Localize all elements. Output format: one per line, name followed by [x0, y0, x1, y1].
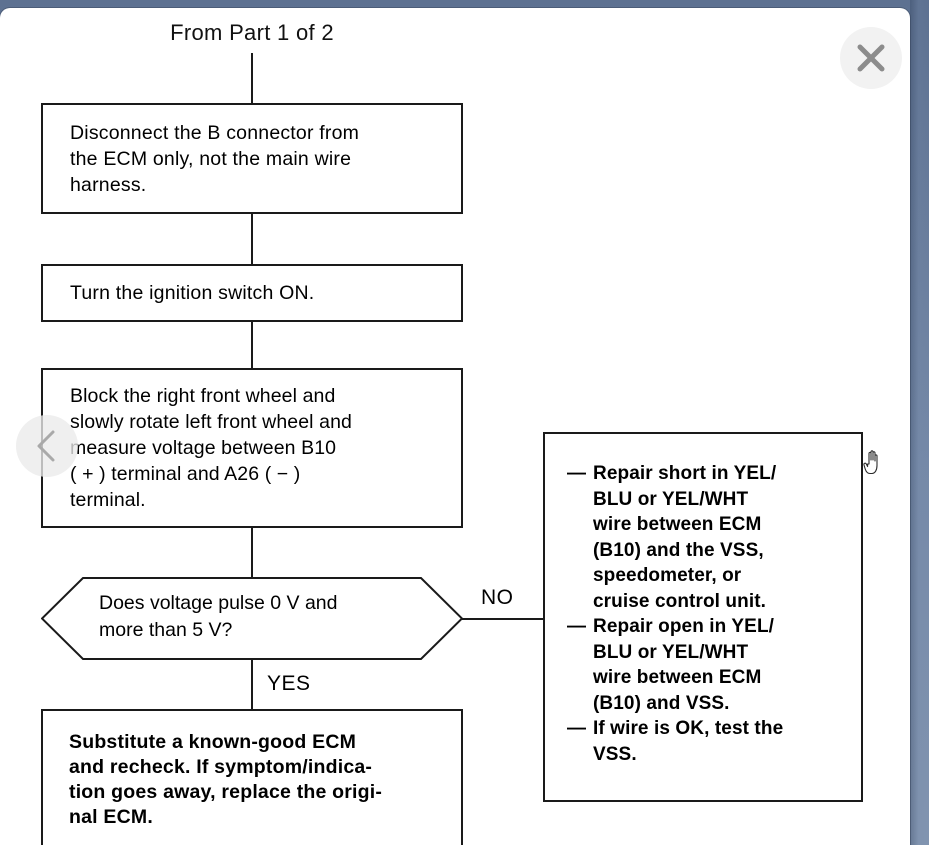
- step-substitute-text: Substitute a known-good ECM and recheck.…: [69, 731, 383, 828]
- repair-list-item: — Repair open in YEL/ BLU or YEL/WHT wir…: [567, 614, 845, 716]
- chevron-left-icon: [37, 430, 55, 462]
- step-disconnect-b-connector: Disconnect the B connector from the ECM …: [41, 103, 463, 214]
- close-button[interactable]: [840, 27, 902, 89]
- decision-text: Does voltage pulse 0 V and more than 5 V…: [99, 592, 338, 641]
- step-turn-ignition-on: Turn the ignition switch ON.: [41, 264, 463, 322]
- repair-item-text-1: Repair short in YEL/ BLU or YEL/WHT wire…: [593, 463, 777, 612]
- connector-no-branch: [462, 618, 544, 620]
- step-block-text: Block the right front wheel and slowly r…: [70, 385, 352, 511]
- step-substitute-ecm: Substitute a known-good ECM and recheck.…: [41, 709, 463, 845]
- close-icon: [857, 44, 885, 72]
- list-dash-icon: —: [567, 616, 587, 637]
- connector-yes-branch: [251, 660, 253, 709]
- connector-block-to-decision: [251, 528, 253, 577]
- edge-label-yes: YES: [267, 672, 311, 695]
- repair-item-text-3: If wire is OK, test the VSS.: [593, 718, 784, 765]
- viewer-right-edge-shade: [910, 0, 929, 845]
- step-block-wheel-measure-voltage: Block the right front wheel and slowly r…: [41, 368, 463, 528]
- previous-page-button[interactable]: [16, 415, 78, 477]
- flowchart-entry-label: From Part 1 of 2: [170, 20, 334, 45]
- repair-list-item: — Repair short in YEL/ BLU or YEL/WHT wi…: [567, 461, 845, 614]
- troubleshooting-flowchart: From Part 1 of 2 Disconnect the B connec…: [0, 8, 910, 845]
- decision-voltage-pulse: Does voltage pulse 0 V and more than 5 V…: [41, 577, 463, 660]
- step-disconnect-text: Disconnect the B connector from the ECM …: [70, 121, 360, 196]
- list-dash-icon: —: [567, 718, 587, 739]
- list-dash-icon: —: [567, 463, 587, 484]
- step-ignition-text: Turn the ignition switch ON.: [70, 282, 315, 304]
- connector-disconnect-to-ignition: [251, 214, 253, 264]
- connector-entry-to-disconnect: [251, 53, 253, 103]
- action-repair-wiring-box: — Repair short in YEL/ BLU or YEL/WHT wi…: [543, 432, 863, 802]
- edge-label-no: NO: [481, 586, 514, 609]
- page-surface: From Part 1 of 2 Disconnect the B connec…: [0, 8, 910, 845]
- repair-list-item: — If wire is OK, test the VSS.: [567, 716, 845, 767]
- connector-ignition-to-block: [251, 322, 253, 368]
- decision-hexagon-shape: [41, 577, 463, 660]
- repair-item-text-2: Repair open in YEL/ BLU or YEL/WHT wire …: [593, 616, 775, 714]
